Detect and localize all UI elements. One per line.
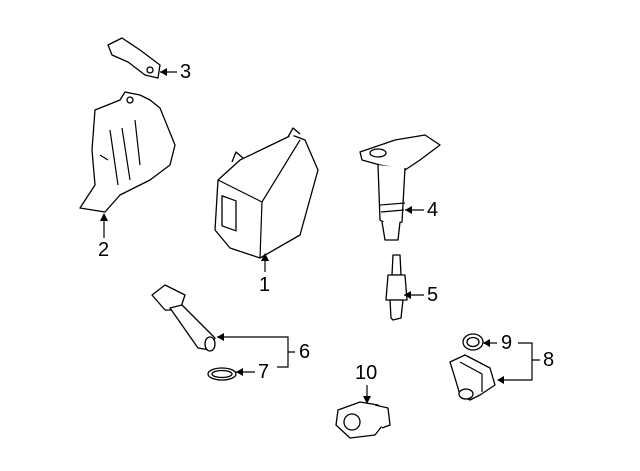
part-2-heat-shield[interactable] (79, 91, 176, 213)
callout-4: 4 (427, 199, 439, 221)
callout-5: 5 (427, 284, 439, 306)
arrowheads (100, 68, 504, 404)
part-9-o-ring[interactable] (462, 333, 484, 351)
callout-10: 10 (355, 362, 378, 384)
part-5-spark-plug[interactable] (385, 254, 408, 321)
part-4-ignition-coil[interactable] (359, 134, 441, 241)
part-3-bracket[interactable] (107, 37, 161, 79)
part-8-crankshaft-sensor[interactable] (449, 354, 496, 401)
callout-7: 7 (258, 361, 270, 383)
part-10-knock-sensor[interactable] (335, 401, 391, 439)
part-1-control-module[interactable] (214, 127, 319, 259)
callout-1: 1 (259, 274, 271, 296)
callout-9: 9 (501, 332, 513, 354)
part-6-camshaft-sensor[interactable] (151, 284, 216, 352)
callout-2: 2 (98, 239, 110, 261)
callout-8: 8 (543, 349, 555, 371)
leader-lines (103, 71, 540, 402)
callout-6: 6 (299, 341, 311, 363)
callout-3: 3 (180, 61, 192, 83)
